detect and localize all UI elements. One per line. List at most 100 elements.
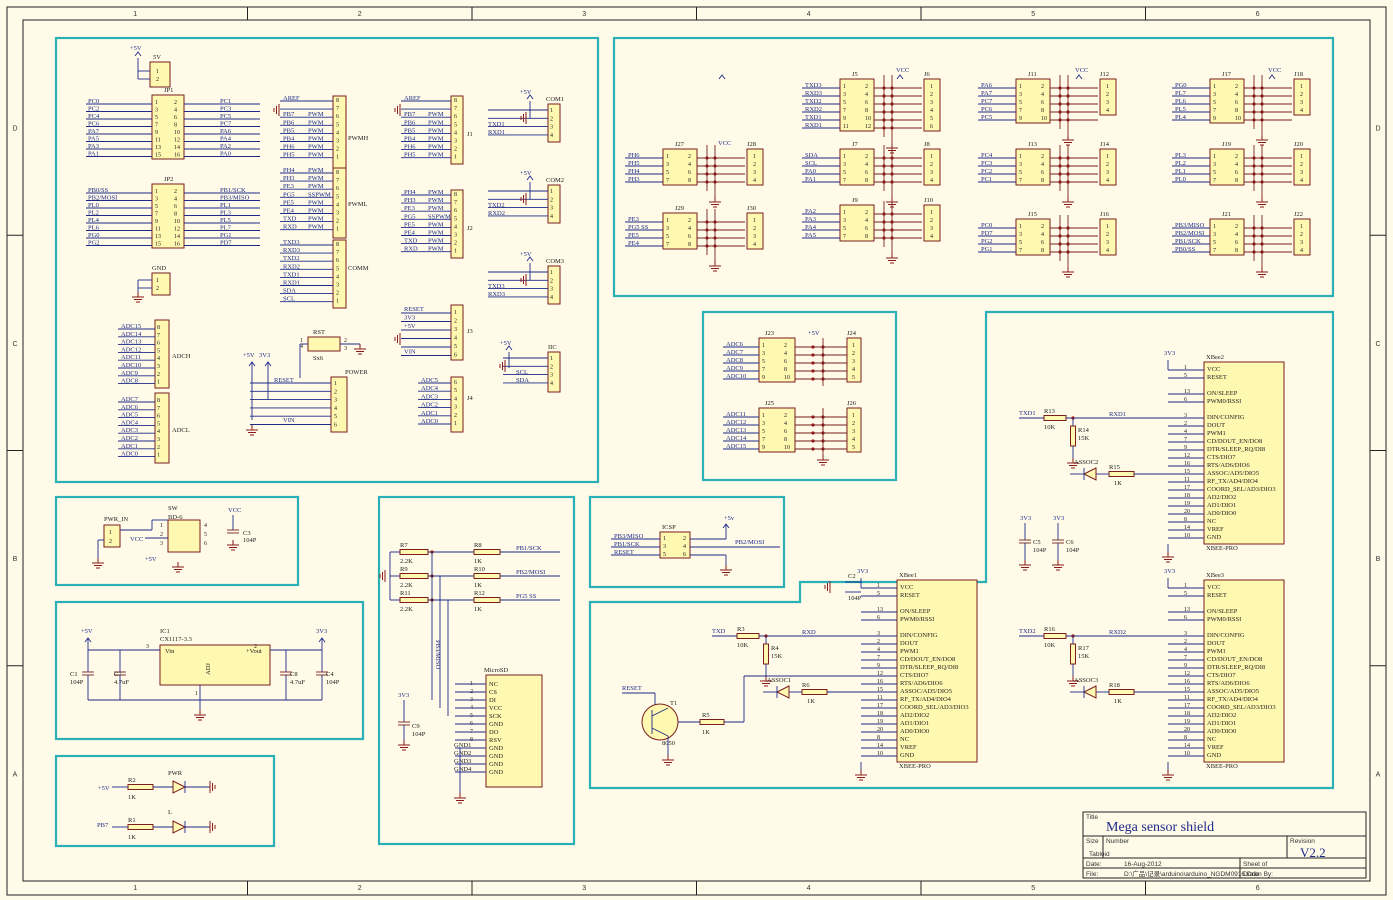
pin-number: 5 (336, 266, 339, 272)
pin-number: 8 (336, 98, 339, 104)
pin-number: 1 (930, 84, 933, 90)
power-label: 3V3 (259, 352, 270, 359)
pin-label: DOUT (900, 640, 918, 647)
pin-number: 4 (865, 92, 868, 98)
pin-number: 3 (155, 108, 158, 114)
zone-row-right: A (1376, 771, 1381, 778)
pin-number: 1 (454, 310, 457, 316)
net-label: PC3 (981, 160, 992, 167)
pin-number: 4 (157, 356, 160, 362)
part-value: 104P (412, 731, 426, 738)
designator: J12 (1100, 71, 1109, 78)
iic-header (547, 351, 561, 393)
designator: J11 (1028, 71, 1037, 78)
pin-number: 9 (1184, 663, 1187, 669)
adch-header (154, 319, 170, 389)
sensor-header-j21-side (1293, 218, 1311, 256)
designator: XBee1 (899, 572, 917, 579)
net-label: PL0 (88, 202, 99, 209)
pin-number: 6 (865, 170, 868, 176)
net-label: PA7 (981, 90, 993, 97)
net-label: PE4 (404, 230, 416, 237)
pin-number: 4 (1235, 232, 1238, 238)
pin-number: 2 (852, 421, 855, 427)
pin-number: 10 (784, 375, 790, 381)
pin-label: CTS/DIO7 (1207, 672, 1236, 679)
pin-number: 2 (753, 162, 756, 168)
net-label: PWM (428, 205, 444, 212)
pin-number: 2 (336, 291, 339, 297)
net-label: RXD2 (1109, 629, 1126, 636)
net-label: PC7 (981, 98, 993, 105)
pin-number: 2 (174, 100, 177, 106)
pin-number: 15 (155, 153, 161, 159)
net-label: PWM (308, 224, 324, 231)
series-resistor (473, 597, 501, 603)
sensor-header-j11 (1015, 78, 1051, 124)
designator: COM3 (546, 258, 564, 265)
net-label: PA1 (88, 151, 99, 158)
designator: J30 (747, 205, 756, 212)
pin-number: 5 (666, 170, 669, 176)
pin-number: 5 (843, 170, 846, 176)
led-label: ASSOC1 (767, 677, 791, 684)
pin-number: 4 (454, 224, 457, 230)
led-label: ASSOC2 (1074, 459, 1098, 466)
pin-number: 3 (1300, 100, 1303, 106)
net-label: PH5 (628, 160, 640, 167)
pin-number: 4 (865, 162, 868, 168)
net-label: SCL (805, 160, 817, 167)
net-label: TXD2 (283, 255, 300, 262)
section-box (54, 36, 600, 484)
part-value: XBEE-PRO (1206, 763, 1238, 770)
pin-number: 18 (1184, 493, 1190, 499)
pin-number: 2 (254, 644, 257, 650)
pin-number: 3 (157, 437, 160, 443)
pin-label: CD/DOUT_EN/DO8 (900, 656, 955, 663)
number-label: Number (1106, 838, 1130, 845)
net-label: TXD3 (283, 239, 300, 246)
pin-number: 1 (195, 691, 198, 697)
part-value: 1K (702, 729, 710, 736)
pin-number: 11 (1184, 477, 1190, 483)
pin-number: 5 (204, 532, 207, 538)
pin-label: DIN/CONFIG (1207, 414, 1245, 421)
net-label: PC2 (981, 168, 992, 175)
pin-number: 4 (753, 178, 756, 184)
pin-number: 19 (1184, 719, 1190, 725)
comm-header (332, 239, 347, 309)
pin-number: 8 (877, 735, 880, 741)
l-led (172, 820, 187, 834)
net-label: AREF (404, 95, 421, 102)
net-label: RXD (404, 246, 418, 253)
pin-number: 10 (1041, 116, 1047, 122)
sheet-label: Sheet of (1243, 861, 1267, 868)
sensor-header-j13 (1015, 148, 1051, 186)
pin-label: RF_TX/AD4/DIO4 (1207, 696, 1259, 703)
pin-number: 7 (1184, 655, 1187, 661)
led-label: L (168, 809, 172, 816)
net-label: PWM (428, 246, 444, 253)
pin-label: DI (489, 697, 496, 704)
designator: C2 (848, 573, 856, 580)
pin-number: 8 (784, 367, 787, 373)
pin-number: 7 (666, 178, 669, 184)
part-value: 104P (70, 679, 84, 686)
pin-number: 5 (762, 359, 765, 365)
revision-value: V2.2 (1300, 845, 1326, 860)
pin-number: 1 (550, 270, 553, 276)
net-label: PG0 (1175, 82, 1187, 89)
net-label: PWM (428, 230, 444, 237)
net-label: PB2/MOSI (735, 539, 764, 546)
pin-number: 1 (155, 100, 158, 106)
pin-label: GND (489, 769, 503, 776)
pin-number: 8 (688, 178, 691, 184)
pin-number: 2 (157, 372, 160, 378)
part-value: 15K (1078, 435, 1090, 442)
pin-number: 2 (930, 218, 933, 224)
pin-number: 20 (1184, 727, 1190, 733)
net-label: SDA (283, 288, 296, 295)
net-label: PWM (428, 127, 444, 134)
net-label: PWM (308, 199, 324, 206)
